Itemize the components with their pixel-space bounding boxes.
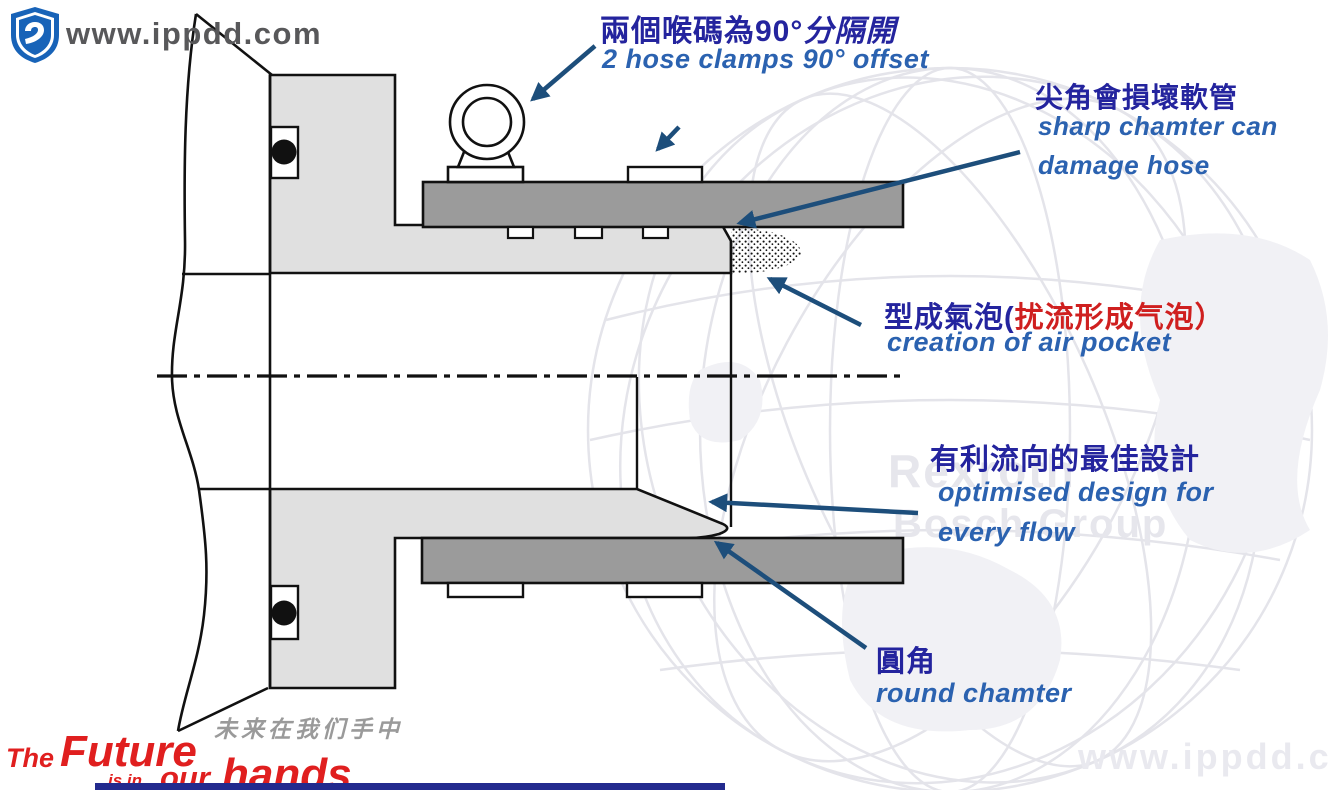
round-chamfer-arrow xyxy=(713,540,868,650)
round-chamfer-label-zh: 圓角 xyxy=(876,646,937,678)
brand-watermark-line2: Bosch Group xyxy=(893,502,1169,546)
fitting-body-upper xyxy=(268,73,733,275)
shield-p-icon xyxy=(11,7,59,63)
site-watermark: www.ippdd.c xyxy=(1078,736,1331,777)
continent-shapes xyxy=(688,233,1328,732)
clamps-label-zh-italic: 分隔開 xyxy=(803,15,897,48)
air-pocket-stipple xyxy=(731,228,801,273)
clamps-label-zh: 兩個喉碼為90°分隔開 xyxy=(600,6,896,50)
clamps-label-en: 2 hose clamps 90° offset xyxy=(602,44,929,74)
offset-clamp-arrow xyxy=(655,125,681,152)
slogan-the: The xyxy=(6,743,55,773)
clamp-bands-lower xyxy=(446,581,704,599)
optimised-arrow xyxy=(708,493,919,516)
optimised-label-en1: optimised design for xyxy=(938,477,1214,507)
round-chamfer-label-en: round chamter xyxy=(876,678,1072,708)
air-pocket-label-zh-red: 扰流形成气泡） xyxy=(1014,302,1225,334)
air-pocket-arrow xyxy=(766,276,863,328)
clamps-label-zh-main: 兩個喉碼為90° xyxy=(600,15,804,48)
air-pocket-label-zh: 型成氣泡(扰流形成气泡） xyxy=(884,294,1225,336)
hose-lower xyxy=(420,536,905,585)
clamps-arrow xyxy=(530,44,597,102)
o-ring-lower xyxy=(269,584,300,641)
air-pocket-label-zh-navy: 型成氣泡( xyxy=(884,302,1015,334)
wall-break-outline xyxy=(170,12,273,733)
brand-watermark-line1: Rexroth xyxy=(888,445,1076,497)
site-title: www.ippdd.com xyxy=(66,16,323,51)
air-pocket-label-en: creation of air pocket xyxy=(887,327,1172,357)
barb-grooves xyxy=(506,225,670,240)
sharp-chamfer-label-en1: sharp chamter can xyxy=(1038,111,1278,141)
bottom-accent-bar xyxy=(95,783,725,790)
hose-upper xyxy=(421,180,905,229)
sharp-chamfer-label-en2: damage hose xyxy=(1038,150,1210,180)
optimised-label-zh: 有利流向的最佳設計 xyxy=(930,444,1201,476)
sharp-chamfer-label-zh: 尖角會損壞軟管 xyxy=(1035,82,1239,113)
optimised-label-en2: every flow xyxy=(938,517,1076,547)
slogan-future: Future xyxy=(60,727,197,776)
sharp-chamfer-arrow xyxy=(736,149,1021,229)
offset-clamp-upper xyxy=(626,165,704,184)
ear-clamp-upper xyxy=(446,83,526,184)
slogan-zh: 未来在我们手中 xyxy=(214,716,403,742)
o-ring-upper xyxy=(269,125,300,180)
